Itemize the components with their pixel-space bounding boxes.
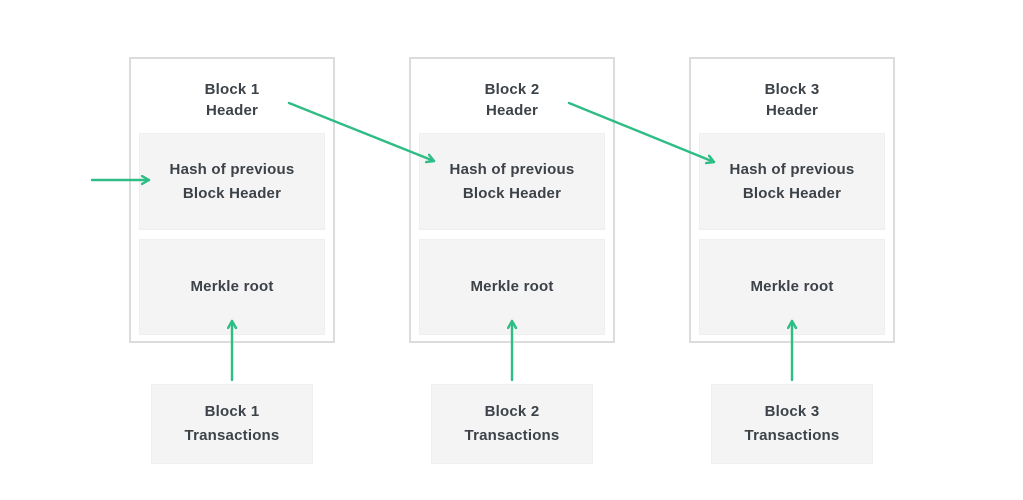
block-3-tx-line2: Transactions — [744, 427, 840, 444]
block-3-title-line2: Header — [765, 102, 819, 119]
block-2-tx-line1: Block 2 — [484, 403, 540, 420]
block-1-hash-line1: Hash of previous — [169, 160, 295, 178]
block-2-container: Block 2 Header Hash of previous Block He… — [409, 57, 615, 343]
block-1-container: Block 1 Header Hash of previous Block He… — [129, 57, 335, 343]
block-3-hash-line1: Hash of previous — [729, 160, 855, 178]
block-1-merkle-label: Merkle root — [190, 278, 274, 295]
block-1-hash-line2: Block Header — [182, 184, 282, 202]
block-2-transactions-box: Block 2 Transactions — [431, 384, 593, 464]
block-2-title-line2: Header — [485, 102, 539, 119]
block-2-hash-panel: Hash of previous Block Header — [419, 133, 605, 230]
block-2-hash-line1: Hash of previous — [449, 160, 575, 178]
block-3-transactions-box: Block 3 Transactions — [711, 384, 873, 464]
block-3-hash-panel: Hash of previous Block Header — [699, 133, 885, 230]
block-3-merkle-panel: Merkle root — [699, 239, 885, 335]
block-3-title-line1: Block 3 — [764, 81, 820, 98]
block-1-tx-line1: Block 1 — [204, 403, 260, 420]
block-1-transactions-box: Block 1 Transactions — [151, 384, 313, 464]
block-2-tx-line2: Transactions — [464, 427, 560, 444]
block-3-container: Block 3 Header Hash of previous Block He… — [689, 57, 895, 343]
block-3-title: Block 3 Header — [691, 79, 893, 121]
block-3-hash-line2: Block Header — [742, 184, 842, 202]
block-2-hash-line2: Block Header — [462, 184, 562, 202]
block-3-merkle-label: Merkle root — [750, 278, 834, 295]
block-1-tx-line2: Transactions — [184, 427, 280, 444]
block-1-title: Block 1 Header — [131, 79, 333, 121]
block-3-tx-line1: Block 3 — [764, 403, 820, 420]
block-1-title-line1: Block 1 — [204, 81, 260, 98]
block-2-merkle-panel: Merkle root — [419, 239, 605, 335]
block-1-hash-panel: Hash of previous Block Header — [139, 133, 325, 230]
block-2-title-line1: Block 2 — [484, 81, 540, 98]
block-1-merkle-panel: Merkle root — [139, 239, 325, 335]
block-2-merkle-label: Merkle root — [470, 278, 554, 295]
block-2-title: Block 2 Header — [411, 79, 613, 121]
block-1-title-line2: Header — [205, 102, 259, 119]
